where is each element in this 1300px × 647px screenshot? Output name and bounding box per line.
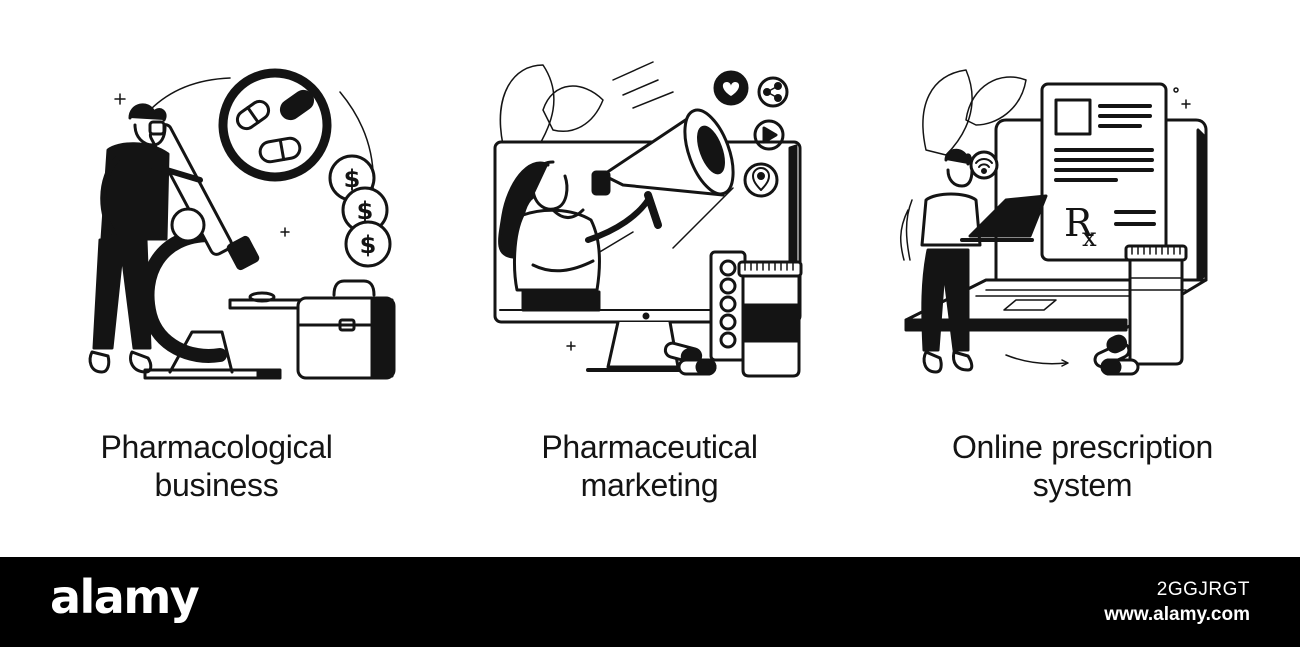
svg-text:$: $: [344, 165, 361, 193]
caption-line: Pharmaceutical: [541, 429, 758, 465]
leaf-decoration: [542, 85, 604, 132]
location-pin-icon: [743, 162, 779, 198]
watermark-bar: alamy 2GGJRGT www.alamy.com: [0, 557, 1300, 647]
capsules-icon: [1093, 334, 1140, 376]
alamy-logo: alamy: [50, 570, 200, 624]
image-id: 2GGJRGT: [1156, 579, 1250, 600]
person-with-laptop-figure: [900, 148, 1048, 374]
panel-pharmacological-business: $ $ $: [0, 0, 433, 557]
caption-pharmaceutical-marketing: Pharmaceutical marketing: [433, 428, 866, 504]
rx-symbol: x: [1082, 223, 1097, 253]
sparkle-icon: [114, 93, 290, 237]
briefcase-icon: [296, 279, 396, 380]
scientist-figure: [88, 103, 203, 374]
caption-line: business: [154, 467, 279, 503]
leaf-decoration: [965, 76, 1027, 126]
rx-symbol: R: [1064, 201, 1094, 245]
panel-online-prescription-system: R x: [866, 0, 1299, 557]
online-prescription-illustration: R x: [900, 69, 1208, 376]
caption-online-prescription-system: Online prescription system: [866, 428, 1299, 504]
leaf-decoration: [499, 64, 555, 156]
leaf-decoration: [922, 69, 973, 156]
capsules-circle-icon: [218, 68, 332, 182]
capsules-icon: [663, 341, 717, 376]
medicine-jar-icon: [1124, 244, 1188, 366]
svg-text:$: $: [360, 231, 377, 259]
speed-lines: [612, 61, 674, 109]
dollar-coins-icon: $ $ $: [328, 154, 392, 268]
woman-figure: [498, 160, 651, 312]
sparkle-icon: [566, 341, 576, 351]
heart-icon: [713, 70, 749, 106]
site-url: www.alamy.com: [1104, 604, 1250, 625]
sparkle-icon: [1173, 87, 1191, 109]
prescription-document-icon: [1040, 82, 1168, 262]
megaphone-icon: [591, 108, 735, 229]
caption-line: Pharmacological: [100, 429, 333, 465]
wifi-icon: [969, 150, 999, 180]
caption-pharmacological-business: Pharmacological business: [0, 428, 433, 504]
motion-arc: [149, 77, 231, 111]
caption-line: system: [1032, 467, 1133, 503]
play-icon: [753, 119, 785, 151]
motion-arrow: [1061, 359, 1069, 367]
caption-line: Online prescription: [951, 429, 1214, 465]
pharmacological-business-illustration: $ $ $: [88, 68, 396, 380]
motion-arc: [1005, 354, 1067, 365]
panel-pharmaceutical-marketing: Pharmaceutical marketing: [433, 0, 866, 557]
caption-line: marketing: [580, 467, 719, 503]
pharmaceutical-marketing-illustration: [493, 61, 803, 378]
svg-text:$: $: [357, 197, 374, 225]
medicine-jar-icon: [737, 260, 803, 378]
share-icon: [757, 76, 789, 108]
